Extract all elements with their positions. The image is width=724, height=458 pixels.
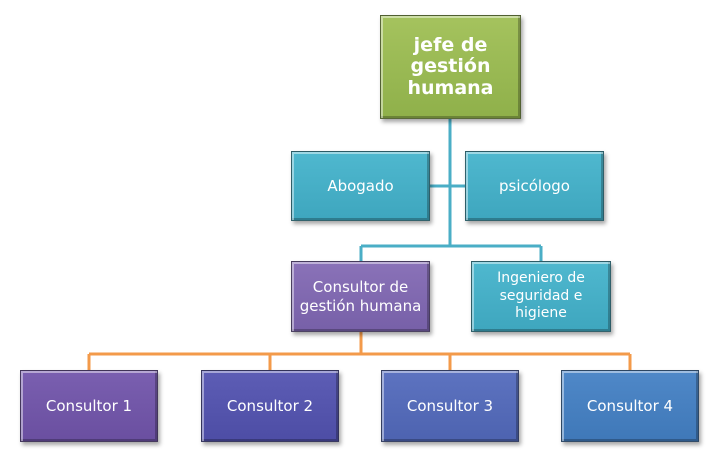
node-abogado[interactable]: Abogado bbox=[291, 151, 430, 221]
node-psicologo-label: psicólogo bbox=[499, 176, 570, 195]
node-consultor-gestion-humana[interactable]: Consultor de gestión humana bbox=[291, 261, 430, 332]
node-jefe-gestion-humana[interactable]: jefe de gestión humana bbox=[380, 15, 521, 119]
node-consultor-1-label: Consultor 1 bbox=[45, 396, 133, 415]
node-ingeniero-label: Ingeniero de seguridad e higiene bbox=[497, 270, 585, 322]
node-abogado-label: Abogado bbox=[327, 176, 394, 195]
node-jefe-label: jefe de gestión humana bbox=[407, 34, 494, 99]
node-consultor-2[interactable]: Consultor 2 bbox=[201, 370, 339, 442]
node-consultor-gestion-label: Consultor de gestión humana bbox=[299, 277, 422, 315]
node-consultor-3[interactable]: Consultor 3 bbox=[381, 370, 519, 442]
node-psicologo[interactable]: psicólogo bbox=[465, 151, 604, 221]
node-ingeniero-seguridad[interactable]: Ingeniero de seguridad e higiene bbox=[471, 261, 611, 332]
node-consultor-4-label: Consultor 4 bbox=[586, 396, 674, 415]
node-consultor-1[interactable]: Consultor 1 bbox=[20, 370, 158, 442]
node-consultor-2-label: Consultor 2 bbox=[226, 396, 314, 415]
node-consultor-4[interactable]: Consultor 4 bbox=[561, 370, 699, 442]
node-consultor-3-label: Consultor 3 bbox=[406, 396, 494, 415]
